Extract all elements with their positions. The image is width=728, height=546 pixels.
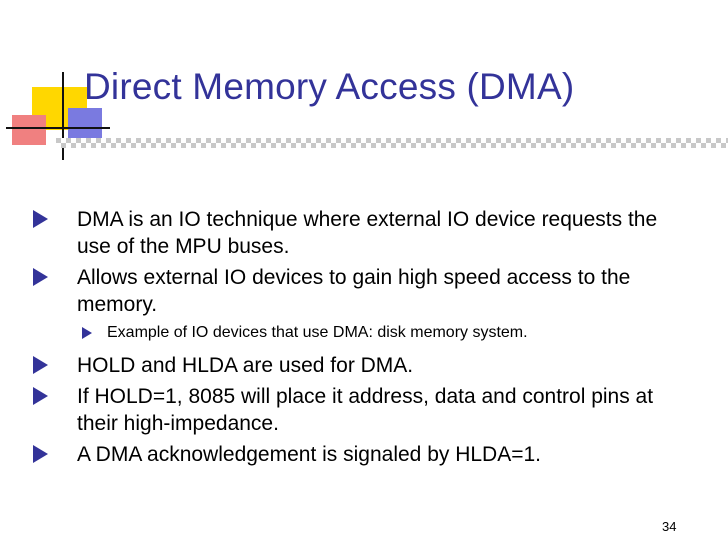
slide-title: Direct Memory Access (DMA) (84, 66, 575, 107)
triangle-right-icon (33, 356, 48, 374)
bullet-item: HOLD and HLDA are used for DMA. (32, 352, 692, 379)
triangle-right-icon (33, 387, 48, 405)
logo-horizontal-line (6, 127, 110, 129)
bullet-text: If HOLD=1, 8085 will place it address, d… (77, 385, 654, 435)
bullet-text: DMA is an IO technique where external IO… (77, 208, 658, 258)
bullet-item: Allows external IO devices to gain high … (32, 264, 692, 318)
sub-bullet-item: Example of IO devices that use DMA: disk… (32, 322, 692, 344)
logo-vertical-line (62, 72, 64, 160)
sub-bullet-text: Example of IO devices that use DMA: disk… (107, 324, 528, 341)
page-number: 34 (662, 519, 677, 534)
bullet-item: If HOLD=1, 8085 will place it address, d… (32, 383, 692, 437)
triangle-right-icon (33, 268, 48, 286)
slide-logo (0, 0, 110, 170)
bullet-text: Allows external IO devices to gain high … (77, 266, 631, 316)
bullet-text: HOLD and HLDA are used for DMA. (77, 354, 414, 377)
pink-square (12, 115, 46, 145)
bullet-item: DMA is an IO technique where external IO… (32, 206, 692, 260)
title-underline-pattern (56, 138, 728, 148)
triangle-right-icon (33, 445, 48, 463)
bullet-item: A DMA acknowledgement is signaled by HLD… (32, 441, 692, 468)
bullet-text: A DMA acknowledgement is signaled by HLD… (77, 443, 541, 466)
triangle-right-icon (82, 327, 92, 339)
slide-body: DMA is an IO technique where external IO… (32, 206, 692, 472)
triangle-right-icon (33, 210, 48, 228)
